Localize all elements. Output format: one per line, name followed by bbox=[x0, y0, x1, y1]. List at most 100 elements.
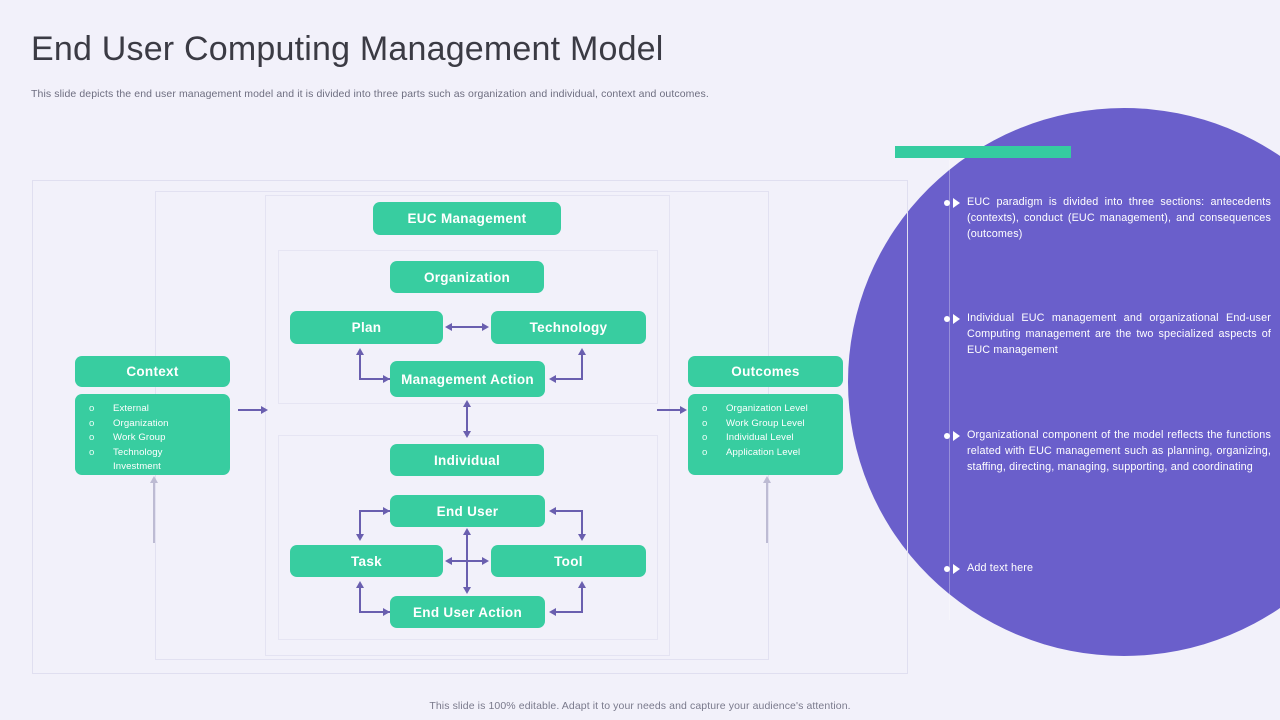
list-item: o Work Group Level bbox=[700, 417, 833, 432]
list-item: o External bbox=[87, 402, 220, 417]
diagram-mid-panel bbox=[265, 195, 670, 656]
node-end-user[interactable]: End User bbox=[390, 495, 545, 527]
side-bullet-text: Organizational component of the model re… bbox=[967, 429, 1271, 473]
node-task[interactable]: Task bbox=[290, 545, 443, 577]
outcomes-item-label: Work Group Level bbox=[726, 417, 805, 429]
list-item: o Organization Level bbox=[700, 402, 833, 417]
arrow-head-right-icon bbox=[383, 607, 390, 616]
arrow-head-down-icon bbox=[577, 534, 586, 541]
arrow-head-right-icon bbox=[482, 556, 489, 565]
list-item: o Work Group bbox=[87, 431, 220, 446]
arrow-action-task-h bbox=[359, 611, 390, 613]
list-bullet-icon: o bbox=[89, 432, 95, 444]
context-item-label: Technology bbox=[113, 446, 163, 458]
node-technology[interactable]: Technology bbox=[491, 311, 646, 344]
side-bullet-text: Individual EUC management and organizati… bbox=[967, 312, 1271, 356]
arrow-head-right-icon bbox=[261, 405, 268, 414]
list-bullet-icon: o bbox=[89, 417, 95, 429]
outcomes-item-label: Individual Level bbox=[726, 432, 794, 444]
list-item: o Technology bbox=[87, 446, 220, 461]
list-bullet-icon: o bbox=[89, 446, 95, 458]
arrow-context-to-model bbox=[238, 409, 263, 411]
list-item: o Individual Level bbox=[700, 431, 833, 446]
arrow-action-tool-v bbox=[581, 588, 583, 613]
outcomes-title[interactable]: Outcomes bbox=[688, 356, 843, 387]
arrow-head-up-icon bbox=[577, 348, 586, 355]
node-management-action[interactable]: Management Action bbox=[390, 361, 545, 397]
node-end-user-action[interactable]: End User Action bbox=[390, 596, 545, 628]
arrow-mgmt-to-plan-v bbox=[359, 355, 361, 380]
arrow-head-right-icon bbox=[383, 374, 390, 383]
arrow-head-down-icon bbox=[462, 431, 471, 438]
context-item-label: External bbox=[113, 403, 149, 414]
context-item-label: Work Group bbox=[113, 432, 166, 444]
arrow-enduser-tool-h bbox=[552, 510, 583, 512]
page-title: End User Computing Management Model bbox=[31, 30, 664, 68]
arrow-head-right-icon bbox=[482, 322, 489, 331]
arrow-cross-horizontal bbox=[452, 560, 482, 562]
arrow-enduser-task-v bbox=[359, 510, 361, 535]
arrow-head-left-icon bbox=[445, 322, 452, 331]
node-euc-management[interactable]: EUC Management bbox=[373, 202, 561, 235]
side-bullet-text: EUC paradigm is divided into three secti… bbox=[967, 196, 1271, 240]
arrow-mgmt-to-tech-h bbox=[552, 378, 583, 380]
list-item: EUC paradigm is divided into three secti… bbox=[941, 194, 1271, 242]
list-item-continuation: Investment bbox=[87, 460, 220, 475]
context-item-continuation-label: Investment bbox=[113, 461, 161, 473]
arrow-head-up-icon bbox=[462, 528, 471, 535]
arrow-head-up-icon bbox=[762, 476, 771, 483]
bullet-dot-arrow-icon bbox=[941, 311, 967, 327]
list-bullet-icon: o bbox=[702, 403, 708, 414]
arrow-head-up-icon bbox=[149, 476, 158, 483]
page-subtitle: This slide depicts the end user manageme… bbox=[31, 88, 709, 100]
footer-note: This slide is 100% editable. Adapt it to… bbox=[429, 700, 851, 712]
list-item: Organizational component of the model re… bbox=[941, 427, 1271, 475]
arrow-mgmt-individual bbox=[466, 406, 468, 432]
purple-circle-decoration bbox=[848, 108, 1280, 656]
teal-accent-bar bbox=[895, 146, 1071, 158]
arrow-head-up-icon bbox=[355, 348, 364, 355]
node-organization[interactable]: Organization bbox=[390, 261, 544, 293]
diagram-outer-frame bbox=[32, 180, 908, 674]
arrow-head-up-icon bbox=[577, 581, 586, 588]
node-individual[interactable]: Individual bbox=[390, 444, 544, 476]
node-plan[interactable]: Plan bbox=[290, 311, 443, 344]
feedback-line-context bbox=[153, 483, 155, 543]
feedback-line-outcomes bbox=[766, 483, 768, 543]
arrow-mgmt-to-tech-v bbox=[581, 355, 583, 380]
side-bullet-text: Add text here bbox=[967, 562, 1034, 574]
arrow-head-right-icon bbox=[680, 405, 687, 414]
arrow-head-up-icon bbox=[355, 581, 364, 588]
list-item: Add text here bbox=[941, 560, 1271, 577]
arrow-enduser-task-h bbox=[359, 510, 390, 512]
arrow-head-right-icon bbox=[383, 506, 390, 515]
bullet-dot-arrow-icon bbox=[941, 561, 967, 577]
list-bullet-icon: o bbox=[89, 403, 95, 414]
arrow-enduser-tool-v bbox=[581, 510, 583, 535]
arrow-action-task-v bbox=[359, 588, 361, 613]
list-bullet-icon: o bbox=[702, 432, 708, 444]
arrow-plan-technology bbox=[452, 326, 482, 328]
arrow-head-left-icon bbox=[445, 556, 452, 565]
outcomes-item-label: Application Level bbox=[726, 446, 801, 458]
arrow-head-left-icon bbox=[549, 506, 556, 515]
list-item: o Application Level bbox=[700, 446, 833, 461]
arrow-model-to-outcomes bbox=[657, 409, 682, 411]
arrow-head-down-icon bbox=[462, 587, 471, 594]
outcomes-item-label: Organization Level bbox=[726, 403, 808, 414]
arrow-head-down-icon bbox=[355, 534, 364, 541]
list-bullet-icon: o bbox=[702, 446, 708, 458]
arrow-action-tool-h bbox=[552, 611, 583, 613]
arrow-head-left-icon bbox=[549, 374, 556, 383]
arrow-mgmt-to-plan-h bbox=[359, 378, 390, 380]
timeline-rail bbox=[949, 160, 950, 620]
bullet-dot-arrow-icon bbox=[941, 195, 967, 211]
list-bullet-icon: o bbox=[702, 417, 708, 429]
node-tool[interactable]: Tool bbox=[491, 545, 646, 577]
list-item: Individual EUC management and organizati… bbox=[941, 310, 1271, 358]
arrow-head-left-icon bbox=[549, 607, 556, 616]
context-title[interactable]: Context bbox=[75, 356, 230, 387]
